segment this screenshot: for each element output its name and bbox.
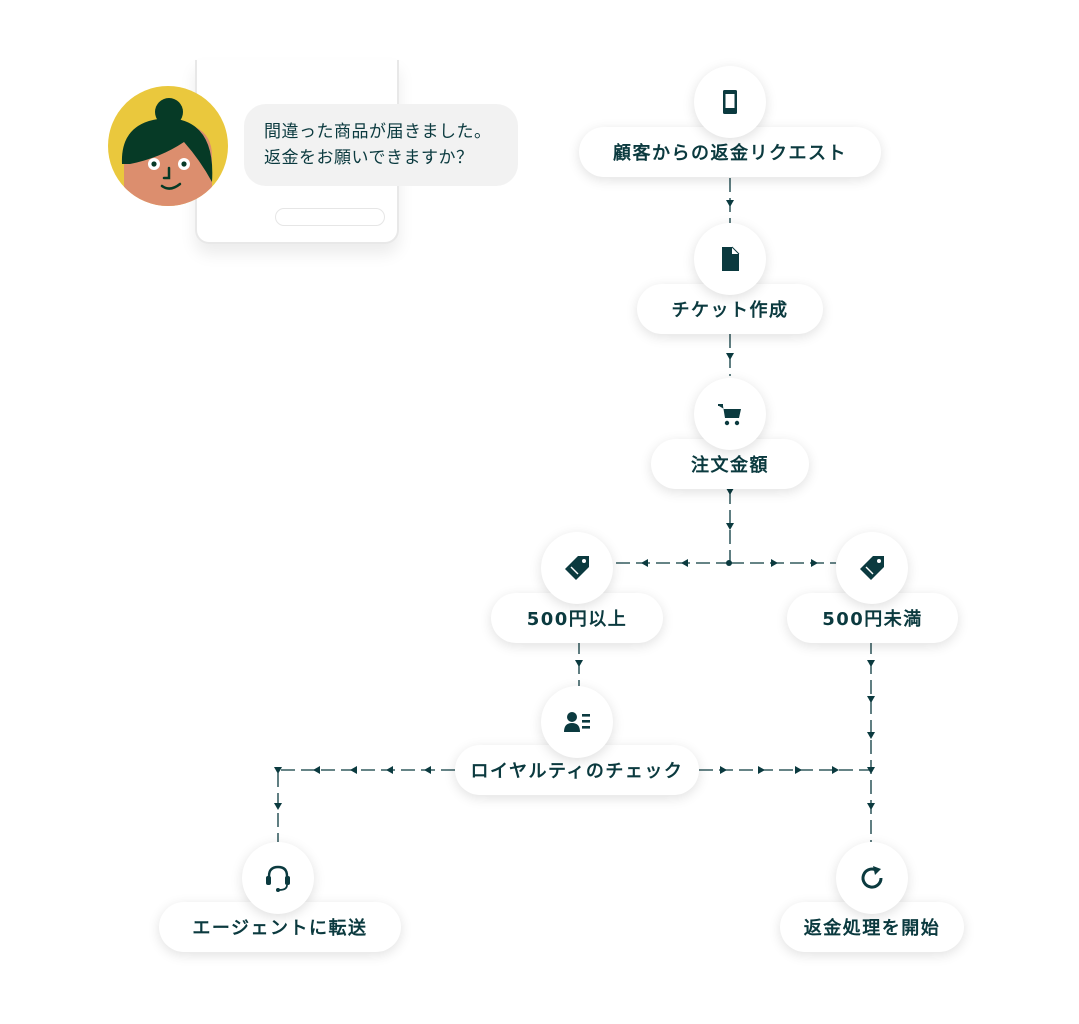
chat-bubble: 間違った商品が届きました。 返金をお願いできますか？ <box>244 104 518 186</box>
arrow-down <box>867 732 875 739</box>
price-tag-icon <box>836 532 908 604</box>
arrow-left <box>424 766 431 774</box>
arrow-left <box>350 766 357 774</box>
arrow-right <box>811 559 818 567</box>
arrow-down <box>726 488 734 495</box>
chat-message-line-2: 返金をお願いできますか？ <box>264 148 474 168</box>
node-loyalty-check: ロイヤルティのチェック <box>455 745 699 795</box>
arrow-down <box>726 353 734 360</box>
node-order-amount-label: 注文金額 <box>691 455 769 476</box>
node-start-refund: 返金処理を開始 <box>780 902 964 952</box>
smartphone-icon <box>694 66 766 138</box>
cart-icon <box>694 378 766 450</box>
arrow-down <box>274 803 282 810</box>
node-over-500: 500円以上 <box>491 593 663 643</box>
customer-avatar <box>108 86 228 206</box>
message-input-bar <box>275 208 385 226</box>
node-start-refund-label: 返金処理を開始 <box>803 918 941 939</box>
node-transfer-agent: エージェントに転送 <box>159 902 401 952</box>
arrow-right <box>758 766 765 774</box>
node-transfer-agent-label: エージェントに転送 <box>192 918 368 939</box>
arrow-left <box>313 766 320 774</box>
node-loyalty-check-label: ロイヤルティのチェック <box>470 761 684 782</box>
connector-loyalty-left <box>277 769 455 842</box>
node-over-500-label: 500円以上 <box>526 609 628 630</box>
arrow-left <box>641 559 648 567</box>
arrow-down <box>575 660 583 667</box>
profile-card-icon <box>541 686 613 758</box>
document-icon <box>694 223 766 295</box>
arrow-left <box>681 559 688 567</box>
arrow-right <box>771 559 778 567</box>
chat-message-line-1: 間違った商品が届きました。 <box>264 122 492 142</box>
arrow-left <box>386 766 393 774</box>
arrow-right <box>720 766 727 774</box>
arrow-right <box>832 766 839 774</box>
arrow-right <box>795 766 802 774</box>
headset-icon <box>242 842 314 914</box>
arrow-down <box>274 767 282 774</box>
refresh-icon <box>836 842 908 914</box>
node-create-ticket-label: チケット作成 <box>671 300 789 321</box>
split-dot <box>726 560 732 566</box>
arrow-down <box>867 767 875 774</box>
node-under-500-label: 500円未満 <box>822 609 923 630</box>
arrow-down <box>867 696 875 703</box>
arrow-down <box>867 803 875 810</box>
price-tag-icon <box>541 532 613 604</box>
arrow-down <box>726 523 734 530</box>
node-refund-request-label: 顧客からの返金リクエスト <box>613 143 847 164</box>
arrow-down <box>867 660 875 667</box>
arrow-down <box>726 200 734 207</box>
